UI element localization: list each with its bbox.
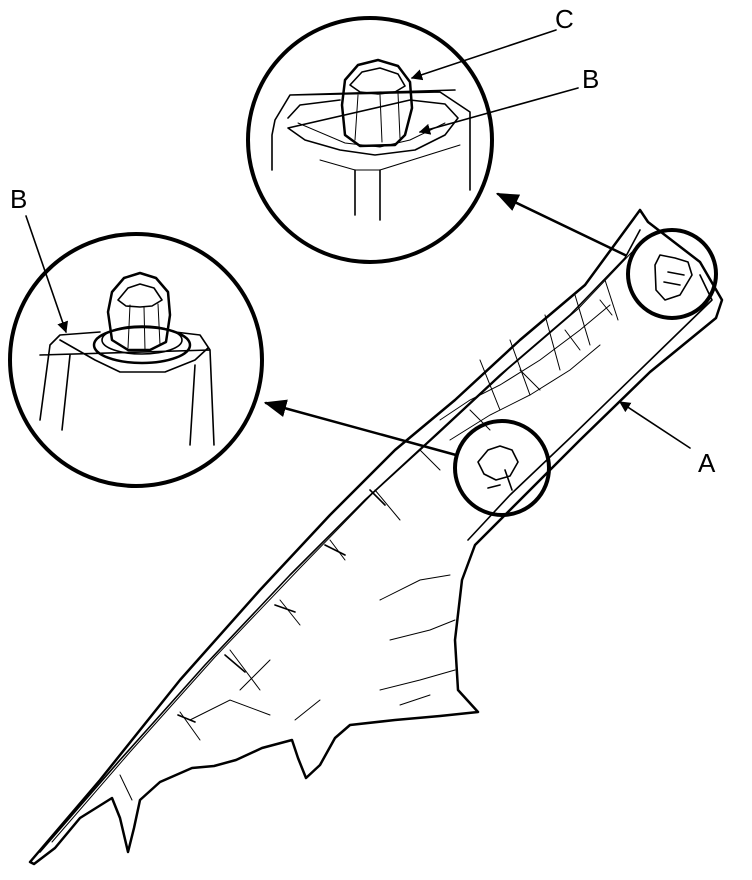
label-b-top: B bbox=[582, 64, 599, 94]
label-c: C bbox=[555, 4, 574, 34]
clip-location-lower bbox=[453, 419, 551, 517]
clip-location-upper bbox=[626, 228, 718, 320]
leader-b-top bbox=[418, 87, 579, 135]
callout-arrow-left bbox=[263, 399, 458, 457]
leader-b-left bbox=[25, 215, 69, 334]
leader-a bbox=[619, 401, 691, 449]
callout-arrow-top bbox=[495, 192, 627, 257]
clip-detail-top bbox=[246, 16, 494, 264]
clip-detail-left bbox=[8, 232, 264, 488]
label-a: A bbox=[698, 448, 716, 478]
pillar-trim-panel bbox=[28, 208, 724, 866]
leader-c bbox=[410, 29, 557, 81]
label-b-left: B bbox=[10, 184, 27, 214]
